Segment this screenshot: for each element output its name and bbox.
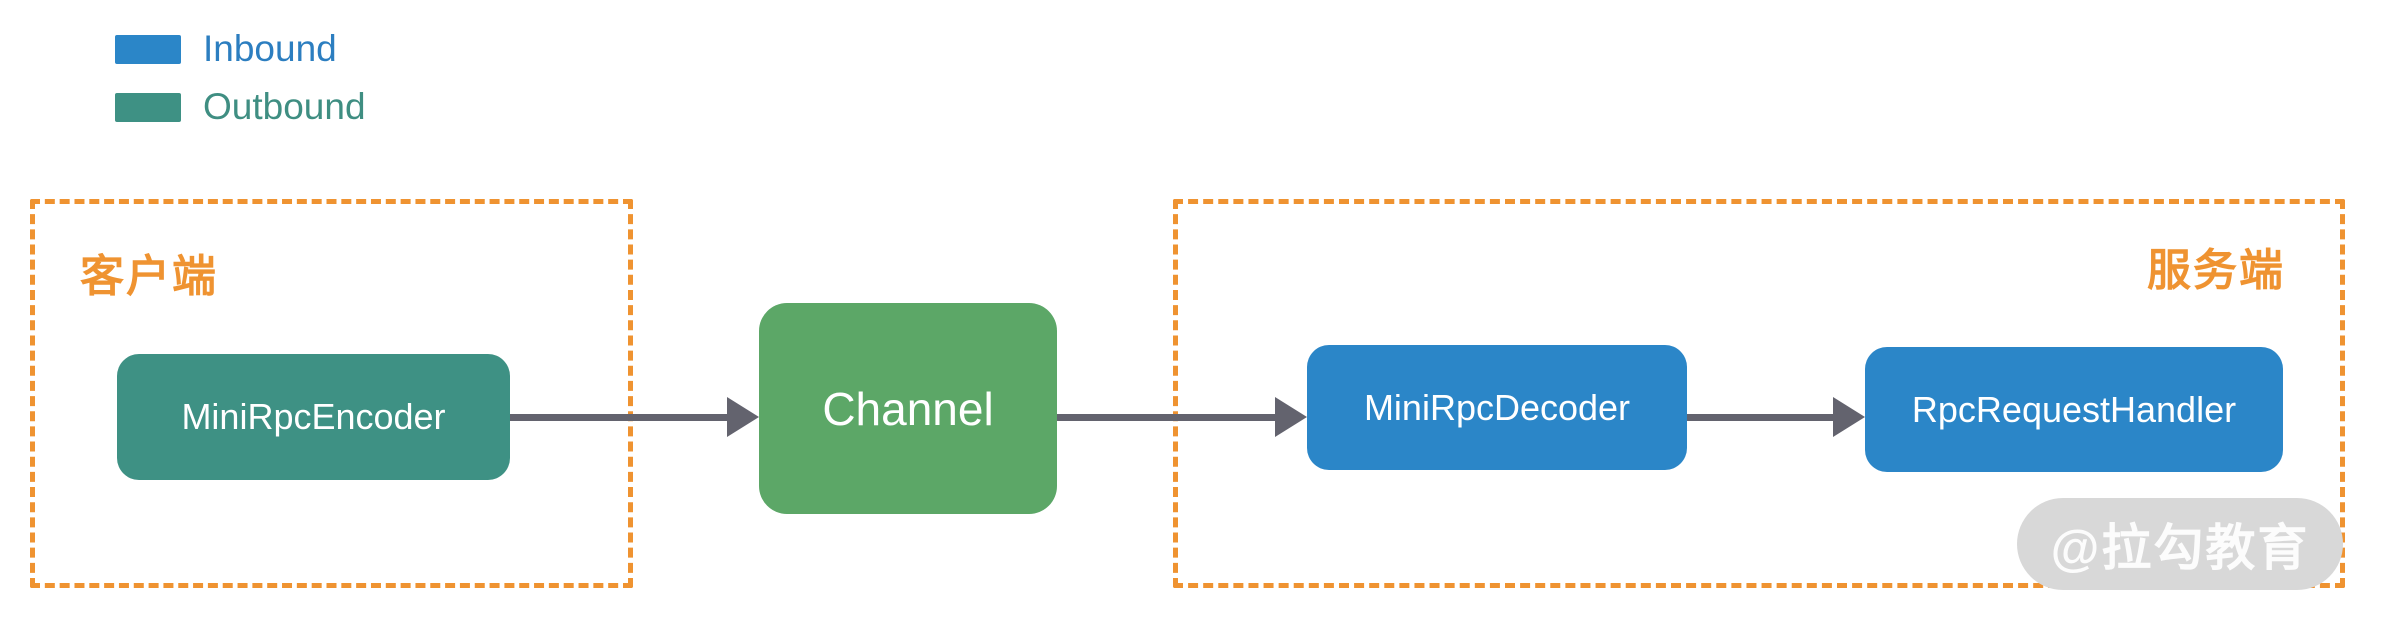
node-channel: Channel [759, 303, 1057, 514]
node-rpc-request-handler-label: RpcRequestHandler [1911, 388, 2237, 430]
legend-label-outbound: Outbound [203, 86, 366, 127]
server-group-box: 服务端 [1173, 199, 2345, 588]
arrow-decoder-to-handler-line [1687, 414, 1835, 421]
node-mini-rpc-encoder: MiniRpcEncoder [117, 354, 510, 480]
legend-item-outbound: Outbound [115, 88, 366, 126]
arrow-channel-to-decoder-line [1057, 414, 1277, 421]
node-rpc-request-handler: RpcRequestHandler [1865, 347, 2283, 472]
arrow-encoder-to-channel-head-icon [727, 397, 759, 437]
server-group-label: 服务端 [2147, 246, 2285, 295]
client-group-box: 客户端 [30, 199, 633, 588]
client-group-label: 客户端 [80, 252, 218, 301]
watermark-badge: @拉勾教育 [2017, 498, 2343, 590]
legend-item-inbound: Inbound [115, 30, 337, 68]
node-mini-rpc-decoder: MiniRpcDecoder [1307, 345, 1687, 470]
arrow-decoder-to-handler-head-icon [1833, 397, 1865, 437]
arrow-encoder-to-channel-line [510, 414, 729, 421]
arrow-channel-to-decoder-head-icon [1275, 397, 1307, 437]
node-mini-rpc-encoder-label: MiniRpcEncoder [181, 396, 446, 437]
watermark-text: @拉勾教育 [2050, 520, 2310, 576]
inbound-color-swatch [115, 34, 181, 64]
node-mini-rpc-decoder-label: MiniRpcDecoder [1363, 386, 1631, 428]
legend-label-inbound: Inbound [203, 28, 337, 69]
node-channel-label: Channel [822, 382, 994, 435]
outbound-color-swatch [115, 92, 181, 122]
